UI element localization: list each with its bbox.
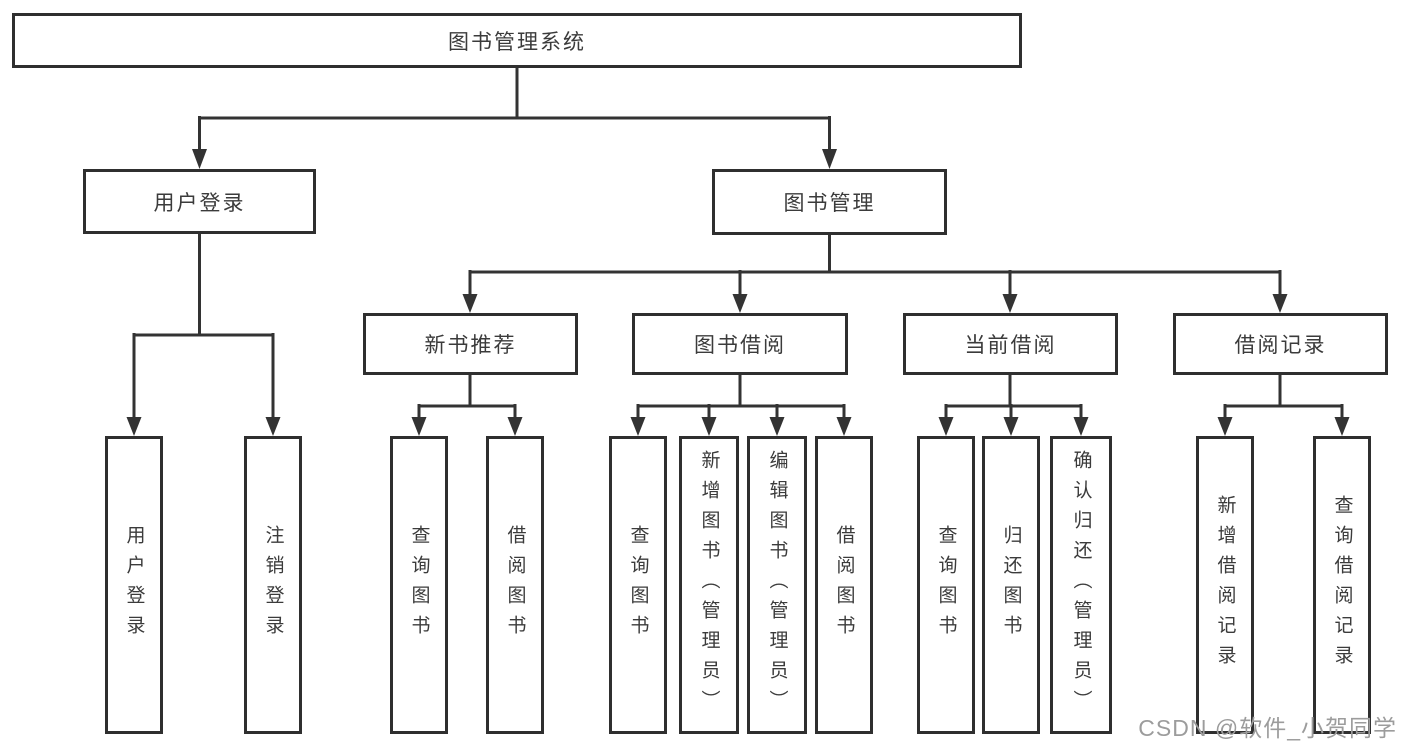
leaf-recommend-borrow-books: 借阅图书 [486, 436, 544, 734]
node-label: 新增借阅记录 [1214, 495, 1236, 675]
node-borrow-records: 借阅记录 [1173, 313, 1388, 375]
node-label: 注销登录 [262, 525, 284, 645]
node-label: 图书管理系统 [448, 30, 586, 54]
node-label: 借阅记录 [1234, 334, 1327, 357]
node-label: 新增图书（管理员） [698, 450, 720, 720]
node-label: 借阅图书 [833, 525, 855, 645]
csdn-watermark: CSDN @软件_小贺同学 [1138, 715, 1397, 741]
node-book-borrowing: 图书借阅 [632, 313, 848, 375]
node-label: 新书推荐 [424, 334, 517, 357]
node-label: 归还图书 [1000, 525, 1022, 645]
node-label: 用户登录 [153, 191, 246, 215]
node-label: 查询图书 [935, 525, 957, 645]
node-current-borrowing: 当前借阅 [903, 313, 1118, 375]
node-label: 编辑图书（管理员） [766, 450, 788, 720]
node-label: 用户登录 [123, 525, 145, 645]
node-label: 查询图书 [408, 525, 430, 645]
leaf-borrowing-borrow-books: 借阅图书 [815, 436, 873, 734]
node-label: 图书管理 [783, 192, 876, 215]
leaf-current-confirm-return-admin: 确认归还（管理员） [1050, 436, 1112, 734]
node-new-book-recommendation: 新书推荐 [363, 313, 578, 375]
leaf-records-add-borrow-record: 新增借阅记录 [1196, 436, 1254, 734]
leaf-user-login: 用户登录 [105, 436, 163, 734]
leaf-current-return-books: 归还图书 [982, 436, 1040, 734]
node-label: 借阅图书 [504, 525, 526, 645]
leaf-logout: 注销登录 [244, 436, 302, 734]
leaf-recommend-query-books: 查询图书 [390, 436, 448, 734]
node-label: 查询图书 [627, 525, 649, 645]
leaf-records-query-borrow-record: 查询借阅记录 [1313, 436, 1371, 734]
leaf-current-query-books: 查询图书 [917, 436, 975, 734]
leaf-borrowing-add-books-admin: 新增图书（管理员） [679, 436, 739, 734]
leaf-borrowing-edit-books-admin: 编辑图书（管理员） [747, 436, 807, 734]
node-label: 查询借阅记录 [1331, 495, 1353, 675]
leaf-borrowing-query-books: 查询图书 [609, 436, 667, 734]
node-label: 图书借阅 [694, 334, 786, 357]
node-library-management-system: 图书管理系统 [12, 13, 1022, 68]
node-label: 当前借阅 [964, 334, 1057, 357]
node-user-login: 用户登录 [83, 169, 316, 234]
node-book-management: 图书管理 [712, 169, 947, 235]
node-label: 确认归还（管理员） [1070, 450, 1092, 720]
